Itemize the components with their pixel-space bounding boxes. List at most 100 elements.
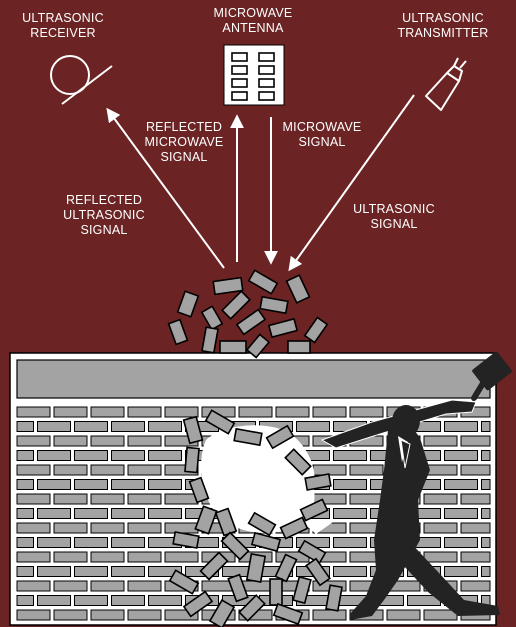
wall-brick [387,610,420,620]
wall-brick [54,523,87,533]
wall-brick [38,596,71,606]
wall-brick [17,523,50,533]
wall-brick [112,422,145,432]
wall-brick [445,480,478,490]
wall-coping [17,360,490,398]
wall-brick [112,480,145,490]
wall-brick [54,407,87,417]
reflected-microwave-signal-label: REFLECTED MICROWAVE SIGNAL [137,120,231,165]
flying-bricks [169,270,328,357]
wall-brick [91,465,124,475]
wall-brick [482,451,491,461]
wall-brick [128,465,161,475]
wall-brick [461,436,490,446]
ultrasonic-receiver-label: ULTRASONIC RECEIVER [18,11,108,41]
wall-brick [334,567,367,577]
debris-brick [222,291,250,319]
wall-brick [17,509,34,519]
wall-brick [75,567,108,577]
wall-brick [54,552,87,562]
wall-brick [91,494,124,504]
wall-brick [482,480,491,490]
wall-brick [350,407,383,417]
debris-brick [269,319,297,337]
wall-brick [17,610,50,620]
wall-brick [112,451,145,461]
wall-brick [165,494,198,504]
wall-brick [17,422,34,432]
wall-brick [128,581,161,591]
wall-brick [54,494,87,504]
wall-brick [297,422,330,432]
wall-brick [75,422,108,432]
wall-brick [482,509,491,519]
wall-brick [75,480,108,490]
wall-brick [38,422,71,432]
wall-brick [17,494,50,504]
wall-brick [424,436,457,446]
wall-brick [149,422,182,432]
debris-brick [185,448,199,473]
wall-brick [17,465,50,475]
wall-brick [149,509,182,519]
wall-brick [128,523,161,533]
debris-brick [178,291,199,316]
wall-brick [482,422,491,432]
wall-brick [334,538,367,548]
ultrasonic-signal-label: ULTRASONIC SIGNAL [344,202,444,232]
debris-brick [202,306,222,329]
wall-brick [128,610,161,620]
debris-brick [260,297,288,313]
wall-brick [17,436,50,446]
wall-brick [17,567,34,577]
wall-brick [54,610,87,620]
wall-brick [424,494,457,504]
wall-brick [334,480,367,490]
wall-brick [424,523,457,533]
wall-brick [165,407,198,417]
wall-brick [165,552,198,562]
wall-brick [128,436,161,446]
wall-brick [149,451,182,461]
wall-brick [239,407,272,417]
wall-brick [17,480,34,490]
wall-brick [38,451,71,461]
wall-brick [165,523,198,533]
debris-brick [213,278,243,295]
wall-brick [75,538,108,548]
wall-brick [334,509,367,519]
wall-brick [17,581,50,591]
wall-brick [313,407,346,417]
wall-brick [149,480,182,490]
microwave-antenna-label: MICROWAVE ANTENNA [203,6,303,36]
wall-brick [445,538,478,548]
wall-brick [38,538,71,548]
wall-brick [91,581,124,591]
wall-brick [334,451,367,461]
wall-brick [276,407,309,417]
wall-brick [75,596,108,606]
wall-brick [38,567,71,577]
wall-brick [313,465,346,475]
microwave-antenna-icon [224,45,284,105]
wall-brick [54,436,87,446]
wall-brick [445,451,478,461]
debris-brick [169,320,188,345]
ultrasonic-transmitter-icon [426,58,466,110]
debris-brick [288,341,310,353]
wall-brick [424,610,457,620]
debris-brick [270,579,282,605]
debris-brick [220,341,246,353]
wall-brick [461,523,490,533]
debris-brick [305,318,327,343]
wall-brick [91,610,124,620]
ultrasonic-transmitter-label: ULTRASONIC TRANSMITTER [388,11,498,41]
wall-brick [424,552,457,562]
debris-brick [237,310,265,335]
reflected-ultrasonic-signal-label: REFLECTED ULTRASONIC SIGNAL [54,193,154,238]
wall-brick [38,509,71,519]
wall-brick [461,581,490,591]
wall-brick [445,509,478,519]
wall-brick [91,552,124,562]
